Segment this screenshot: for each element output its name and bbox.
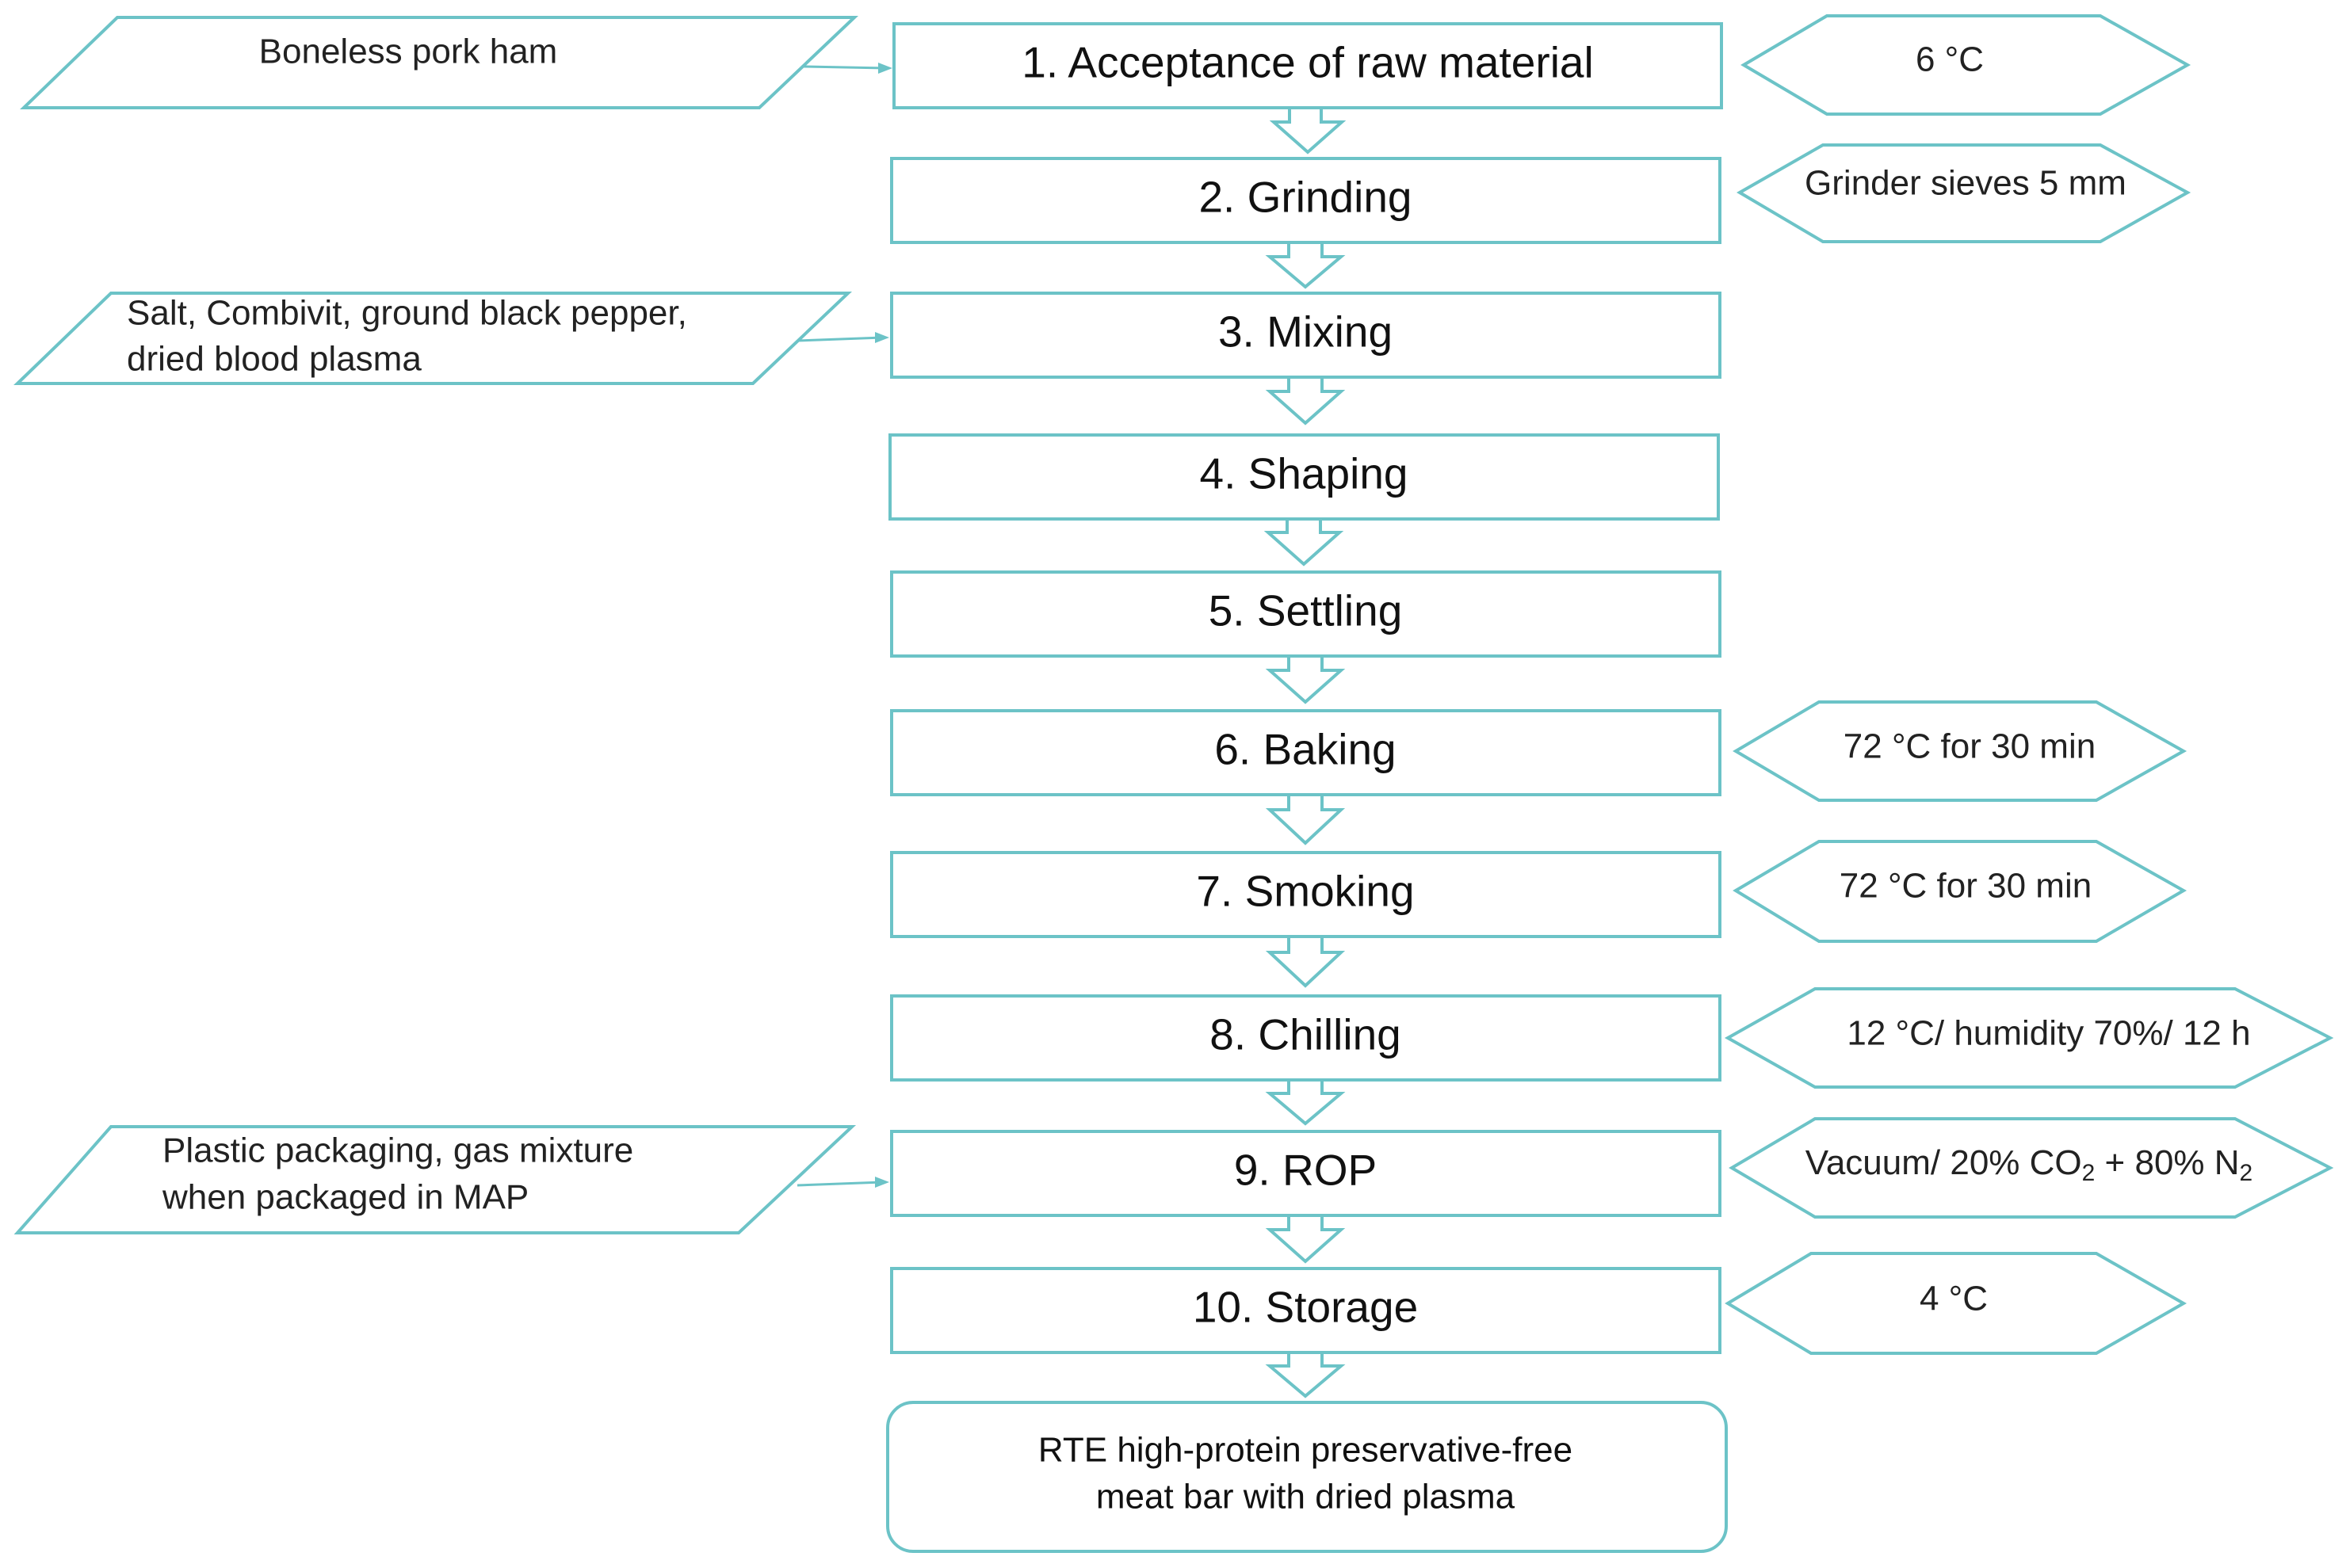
input-raw-material-shape xyxy=(20,16,859,109)
flow-arrow-4 xyxy=(1263,517,1344,567)
param-storage-shape xyxy=(1725,1252,2187,1355)
step-7: 7. Smoking xyxy=(890,851,1721,938)
step-9-label: 9. ROP xyxy=(1234,1146,1377,1195)
param-rop-sub-1: 2 xyxy=(2082,1160,2096,1186)
final-product-box xyxy=(886,1401,1728,1553)
param-acceptance: 6 °C xyxy=(1740,14,2191,116)
input-ingredients-shape xyxy=(13,292,853,385)
input-ingredients-line-2: dried blood plasma xyxy=(127,340,422,379)
step-8: 8. Chilling xyxy=(890,994,1721,1082)
step-6-box xyxy=(890,709,1721,796)
step-10-label: 10. Storage xyxy=(1193,1283,1418,1332)
param-rop-part-1: Vacuum/ 20% CO xyxy=(1805,1143,2082,1182)
input-connector-1-line xyxy=(803,65,887,70)
step-1-box xyxy=(892,22,1723,109)
input-raw-material-line-1: Boneless pork ham xyxy=(259,32,558,71)
input-connector-3-head xyxy=(875,1177,889,1188)
step-4: 4. Shaping xyxy=(888,433,1720,521)
param-baking-shape xyxy=(1733,700,2187,802)
step-8-label: 8. Chilling xyxy=(1209,1010,1401,1059)
input-connector-3-line xyxy=(797,1181,884,1187)
flow-arrow-3 xyxy=(1265,376,1346,425)
final-product: RTE high-protein preservative-free meat … xyxy=(886,1401,1728,1553)
flow-arrow-10 xyxy=(1265,1351,1346,1398)
step-6: 6. Baking xyxy=(890,709,1721,796)
input-ingredients: Salt, Combivit, ground black pepper, dri… xyxy=(13,292,853,385)
input-packaging-line-1: Plastic packaging, gas mixture xyxy=(162,1131,633,1170)
param-grinding-shape xyxy=(1737,143,2191,243)
param-chilling-text: 12 °C/ humidity 70%/ 12 h xyxy=(1847,1014,2250,1053)
step-7-label: 7. Smoking xyxy=(1196,867,1414,916)
param-grinding: Grinder sieves 5 mm xyxy=(1737,143,2191,243)
step-3: 3. Mixing xyxy=(890,292,1721,379)
input-connector-2-line xyxy=(797,336,884,342)
param-acceptance-shape xyxy=(1740,14,2191,116)
param-storage-text: 4 °C xyxy=(1920,1280,1988,1318)
param-rop-sub-2: 2 xyxy=(2240,1160,2253,1186)
input-connector-1 xyxy=(803,63,892,74)
step-4-box xyxy=(888,433,1720,521)
param-smoking-text: 72 °C for 30 min xyxy=(1840,867,2092,906)
flow-arrow-2 xyxy=(1265,241,1346,289)
input-connector-3 xyxy=(797,1177,889,1188)
param-chilling: 12 °C/ humidity 70%/ 12 h xyxy=(1724,987,2334,1089)
input-connector-2-head xyxy=(875,332,889,343)
step-3-box xyxy=(890,292,1721,379)
step-5: 5. Settling xyxy=(890,570,1721,658)
param-chilling-shape xyxy=(1724,987,2334,1089)
input-connector-1-head xyxy=(878,63,892,74)
flow-arrow-5 xyxy=(1265,654,1346,704)
step-4-label: 4. Shaping xyxy=(1200,449,1408,498)
final-product-line-2: meat bar with dried plasma xyxy=(1096,1478,1515,1516)
param-baking: 72 °C for 30 min xyxy=(1733,700,2187,802)
step-9: 9. ROP xyxy=(890,1130,1721,1217)
step-8-box xyxy=(890,994,1721,1082)
input-connector-2 xyxy=(797,332,889,343)
input-packaging-line-2: when packaged in MAP xyxy=(162,1178,529,1217)
final-product-line-1: RTE high-protein preservative-free xyxy=(1038,1431,1572,1470)
flow-arrow-8 xyxy=(1265,1078,1346,1126)
input-packaging-shape xyxy=(13,1125,857,1234)
param-storage: 4 °C xyxy=(1725,1252,2187,1355)
step-2-label: 2. Grinding xyxy=(1198,173,1412,222)
step-10: 10. Storage xyxy=(890,1267,1721,1354)
input-ingredients-line-1: Salt, Combivit, ground black pepper, xyxy=(127,294,687,333)
flow-arrow-7 xyxy=(1265,935,1346,988)
param-rop-text: Vacuum/ 20% CO2 + 80% N2 xyxy=(1805,1143,2252,1186)
step-6-label: 6. Baking xyxy=(1214,725,1396,774)
step-2: 2. Grinding xyxy=(890,157,1721,244)
flow-arrow-9 xyxy=(1265,1214,1346,1264)
param-smoking: 72 °C for 30 min xyxy=(1733,840,2187,943)
param-acceptance-text: 6 °C xyxy=(1916,40,1984,79)
flow-arrow-1 xyxy=(1269,106,1347,155)
flow-arrow-6 xyxy=(1265,793,1346,845)
param-grinding-text: Grinder sieves 5 mm xyxy=(1805,164,2126,203)
param-rop-shape xyxy=(1729,1117,2334,1219)
input-raw-material: Boneless pork ham xyxy=(20,16,859,109)
step-3-label: 3. Mixing xyxy=(1218,307,1393,357)
param-smoking-shape xyxy=(1733,840,2187,943)
param-rop-part-2: + 80% N xyxy=(2095,1143,2239,1182)
step-10-box xyxy=(890,1267,1721,1354)
step-2-box xyxy=(890,157,1721,244)
param-rop: Vacuum/ 20% CO2 + 80% N2 xyxy=(1729,1117,2334,1219)
step-1: 1. Acceptance of raw material xyxy=(892,22,1723,109)
step-5-label: 5. Settling xyxy=(1209,586,1403,635)
param-baking-text: 72 °C for 30 min xyxy=(1844,727,2096,766)
step-1-label: 1. Acceptance of raw material xyxy=(1022,38,1593,87)
input-packaging: Plastic packaging, gas mixture when pack… xyxy=(13,1125,857,1234)
